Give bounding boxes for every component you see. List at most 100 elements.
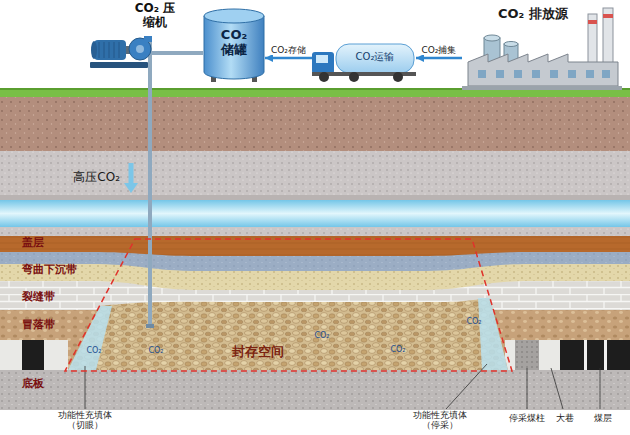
capture-arrow — [416, 57, 462, 60]
emission-source-node: CO₂ 排放源 — [462, 4, 622, 90]
floor-layer-part — [0, 370, 630, 410]
edge-label: CO₂存储 — [270, 45, 307, 55]
storage-tank-picture — [204, 9, 264, 82]
compressor-picture-part — [99, 42, 119, 58]
coal-seam-part — [560, 340, 630, 370]
compressor-picture-part — [90, 62, 148, 68]
storage-outline-shape — [65, 239, 512, 371]
factory-picture-part — [514, 70, 522, 78]
ground-layers-part — [0, 195, 630, 200]
caved-rock-part — [68, 306, 112, 370]
floor-layer — [0, 370, 630, 410]
truck-picture-part — [319, 72, 329, 82]
leader-lines-part — [551, 368, 563, 409]
truck-picture-part — [336, 44, 414, 73]
gas-label: CO₂ — [390, 345, 405, 354]
factory-picture-part — [588, 14, 597, 64]
layer-label: 弯曲下沉带 — [22, 264, 77, 277]
truck-picture — [312, 44, 416, 82]
injection-pipe — [148, 70, 152, 238]
factory-picture-part — [496, 70, 504, 78]
part-label: 功能性充填体 （切眼） — [54, 411, 116, 431]
feed-pipe — [178, 51, 203, 55]
factory-picture-part — [603, 8, 613, 64]
layer-label: 底板 — [22, 378, 44, 391]
layer-label: 盖层 — [22, 237, 44, 250]
compressor-picture-part — [91, 41, 97, 59]
factory-picture-part — [550, 70, 558, 78]
part-label: 功能性充填体 （停采） — [409, 411, 471, 431]
storage-space-node: 封存空间 — [62, 238, 514, 372]
truck-label: CO₂运输 — [338, 51, 412, 63]
factory-picture-part — [484, 35, 500, 41]
injection-pipe-extension-part — [148, 238, 152, 326]
coal-seam-part — [505, 340, 630, 370]
factory-picture-part — [532, 70, 540, 78]
leader-lines-part — [600, 368, 601, 409]
coal-seam-part — [584, 340, 587, 370]
caved-rock-part — [478, 298, 508, 370]
tank-label: CO₂ 储罐 — [214, 28, 254, 58]
compressor-picture-part — [144, 36, 152, 42]
transport-truck-node: CO₂运输 — [312, 42, 416, 82]
gas-label: CO₂ — [466, 317, 481, 326]
ground-layers-part — [0, 281, 630, 410]
ground-layers-part — [0, 151, 630, 195]
truck-picture-part — [316, 55, 328, 63]
pressure-label: 高压CO₂ — [73, 171, 120, 185]
factory-picture-part — [504, 42, 518, 47]
compressor-node: CO₂ 压缩机 — [88, 2, 178, 70]
gas-label: CO₂ — [148, 346, 163, 355]
gas-label: CO₂ — [314, 331, 329, 340]
injection-pipe-extension — [146, 238, 154, 328]
layer-label: 裂缝带 — [22, 291, 55, 304]
compressor-picture-part — [94, 40, 126, 60]
coal-seam-part — [604, 340, 607, 370]
gas-label: CO₂ — [86, 346, 101, 355]
factory-picture-part — [603, 14, 613, 18]
compressor-picture-part — [148, 51, 178, 55]
ground-layers — [0, 0, 630, 410]
edge-label: CO₂捕集 — [421, 45, 458, 55]
storage-arrow — [265, 57, 312, 60]
ground-layers-part — [0, 0, 630, 88]
factory-picture — [462, 8, 622, 90]
storage-tank-picture-part — [204, 16, 264, 79]
compressor-label: CO₂ 压缩机 — [132, 2, 178, 30]
factory-picture-part — [468, 54, 618, 86]
storage-tank-picture-part — [204, 9, 264, 23]
factory-picture-part — [602, 70, 610, 78]
leader-lines-part — [85, 366, 86, 409]
ground-layers-part — [0, 97, 630, 151]
pressure-arrow-part — [124, 183, 138, 193]
factory-picture-part — [462, 86, 622, 90]
truck-picture-part — [349, 72, 359, 82]
truck-picture-part — [312, 52, 334, 74]
part-label: 大巷 — [556, 413, 574, 423]
truck-picture-part — [393, 72, 403, 82]
ground-layers-part — [0, 227, 630, 236]
coal-seam-part — [515, 340, 539, 370]
compressor-picture-part — [136, 45, 144, 53]
compressor-picture — [90, 36, 178, 70]
source-label: CO₂ 排放源 — [498, 7, 568, 22]
factory-picture-part — [478, 70, 486, 78]
storage-tank-node: CO₂ 储罐 — [203, 8, 265, 82]
coal-seam-part — [0, 340, 68, 370]
storage-space-label: 封存空间 — [208, 345, 308, 360]
factory-picture-part — [588, 20, 597, 24]
storage-outline — [62, 238, 514, 372]
ground-layers-part — [0, 200, 630, 227]
part-label: 停采煤柱 — [509, 413, 545, 423]
ground-layers-part — [0, 264, 630, 410]
pressure-arrow-part — [129, 163, 134, 184]
factory-picture-part — [586, 70, 594, 78]
coal-seam-part — [22, 340, 44, 370]
layer-label: 冒落带 — [22, 319, 55, 332]
ground-layers-part — [0, 236, 630, 410]
caved-rock-part — [68, 298, 508, 370]
